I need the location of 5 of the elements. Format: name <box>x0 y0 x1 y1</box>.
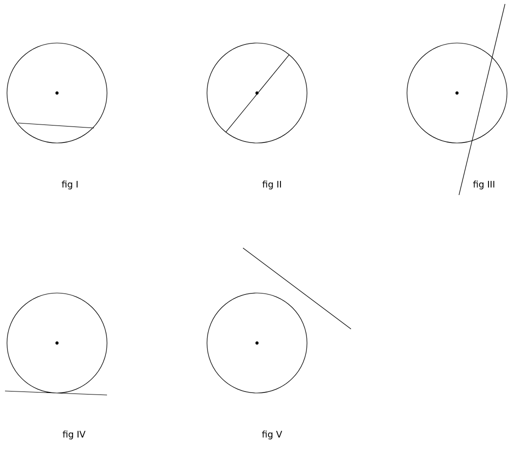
figure-label: fig I <box>62 180 78 190</box>
figure-label: fig IV <box>62 430 86 440</box>
figure-label: fig III <box>473 180 494 190</box>
figure-label: fig II <box>262 180 281 190</box>
figure-label: fig V <box>262 430 282 440</box>
